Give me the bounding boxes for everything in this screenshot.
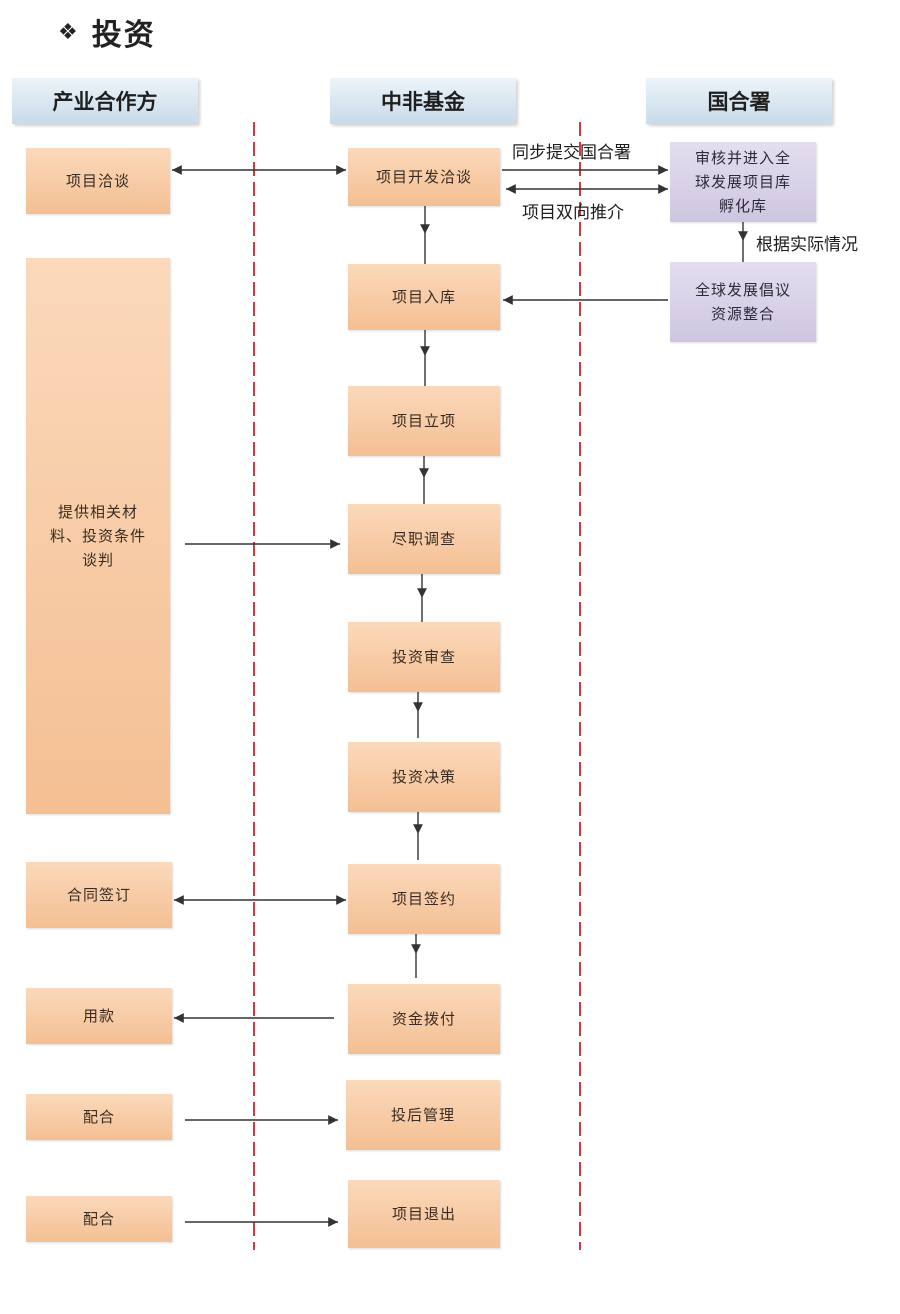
box-label-line: 全球发展倡议 <box>694 281 791 299</box>
fund-step-signing: 项目签约 <box>348 864 500 934</box>
box-label: 项目签约 <box>391 890 456 908</box>
agency-box-review: 审核并进入全 球发展项目库 孵化库 <box>670 142 816 222</box>
partner-box-materials: 提供相关材 料、投资条件 谈判 <box>26 258 170 814</box>
box-label: 项目入库 <box>391 288 456 306</box>
box-label-line: 孵化库 <box>718 197 767 215</box>
box-label-line: 料、投资条件 <box>49 527 146 545</box>
fund-step-investment-review: 投资审查 <box>348 622 500 692</box>
box-label: 用款 <box>82 1007 115 1025</box>
agency-box-integration: 全球发展倡议 资源整合 <box>670 262 816 342</box>
column-header-fund: 中非基金 <box>330 78 516 124</box>
edge-label-recommend: 项目双向推介 <box>522 203 624 223</box>
fund-step-development-negotiation: 项目开发洽谈 <box>348 148 500 206</box>
fund-step-investment-decision: 投资决策 <box>348 742 500 812</box>
box-label: 项目洽谈 <box>65 172 130 190</box>
fund-step-approval: 项目立项 <box>348 386 500 456</box>
box-label-line: 提供相关材 <box>57 503 138 521</box>
title-text: 投资 <box>91 18 156 53</box>
fund-step-exit: 项目退出 <box>348 1180 500 1248</box>
box-label: 配合 <box>82 1210 115 1228</box>
box-label: 合同签订 <box>66 886 131 904</box>
partner-box-negotiation: 项目洽谈 <box>26 148 170 214</box>
box-label: 项目立项 <box>391 412 456 430</box>
box-label: 尽职调查 <box>391 530 456 548</box>
column-header-partner: 产业合作方 <box>12 78 198 124</box>
partner-box-cooperate-2: 配合 <box>26 1196 172 1242</box>
partner-box-cooperate-1: 配合 <box>26 1094 172 1140</box>
box-label: 资金拨付 <box>391 1010 456 1028</box>
edge-label-submit: 同步提交国合署 <box>512 143 631 163</box>
page-title: ❖ 投资 <box>58 8 156 56</box>
box-label: 投后管理 <box>390 1106 455 1124</box>
box-label: 投资审查 <box>391 648 456 666</box>
diamond-bullet-icon: ❖ <box>58 19 78 45</box>
fund-step-due-diligence: 尽职调查 <box>348 504 500 574</box>
box-label-line: 球发展项目库 <box>694 173 791 191</box>
box-label-line: 审核并进入全 <box>694 149 791 167</box>
box-label: 投资决策 <box>391 768 456 786</box>
fund-step-post-investment: 投后管理 <box>346 1080 500 1150</box>
fund-step-storage: 项目入库 <box>348 264 500 330</box>
edge-label-actual: 根据实际情况 <box>756 235 858 255</box>
box-label-line: 资源整合 <box>710 305 775 323</box>
partner-box-contract: 合同签订 <box>26 862 172 928</box>
fund-step-disbursement: 资金拨付 <box>348 984 500 1054</box>
box-label: 项目开发洽谈 <box>375 168 472 186</box>
box-label: 项目退出 <box>391 1205 456 1223</box>
partner-box-use-funds: 用款 <box>26 988 172 1044</box>
box-label: 配合 <box>82 1108 115 1126</box>
column-header-agency: 国合署 <box>646 78 832 124</box>
box-label-line: 谈判 <box>81 551 114 569</box>
